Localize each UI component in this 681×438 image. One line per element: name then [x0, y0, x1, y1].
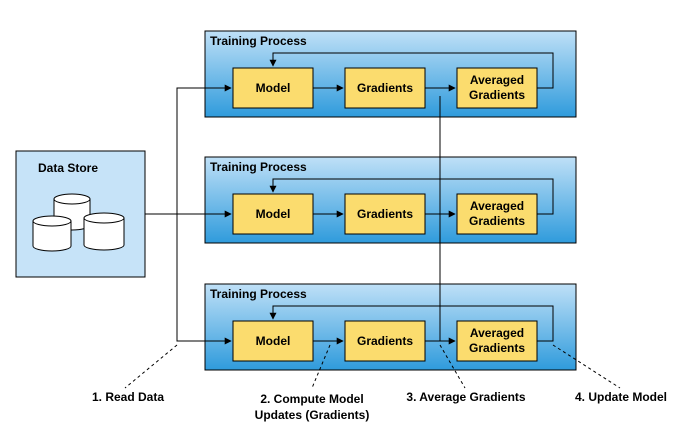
svg-text:Gradients: Gradients: [357, 207, 413, 221]
svg-text:Averaged: Averaged: [470, 326, 524, 340]
averaged-gradients-node: Averaged Gradients: [456, 67, 538, 109]
process-title: Training Process: [210, 287, 307, 301]
step-update: 4. Update Model: [575, 390, 667, 404]
step-average: 3. Average Gradients: [406, 390, 525, 404]
process-title: Training Process: [210, 160, 307, 174]
svg-text:Model: Model: [256, 81, 291, 95]
svg-text:Model: Model: [256, 334, 291, 348]
svg-text:Averaged: Averaged: [470, 73, 524, 87]
connectors: [145, 52, 554, 345]
data-store: Data Store: [15, 150, 146, 278]
gradients-node: Gradients: [344, 67, 426, 109]
averaged-gradients-node: Averaged Gradients: [456, 193, 538, 235]
callout-lines: [124, 344, 621, 389]
svg-text:Gradients: Gradients: [469, 214, 525, 228]
step-compute-line2: Updates (Gradients): [255, 408, 370, 422]
svg-text:Gradients: Gradients: [357, 81, 413, 95]
gradients-node: Gradients: [344, 320, 426, 362]
svg-text:Model: Model: [256, 207, 291, 221]
model-node: Model: [232, 67, 314, 109]
svg-text:Gradients: Gradients: [469, 341, 525, 355]
step-compute-line1: 2. Compute Model: [260, 392, 363, 406]
averaged-gradients-node: Averaged Gradients: [456, 320, 538, 362]
model-node: Model: [232, 193, 314, 235]
data-store-title: Data Store: [38, 161, 98, 175]
svg-text:Averaged: Averaged: [470, 199, 524, 213]
step-read-data: 1. Read Data: [92, 390, 164, 404]
svg-text:Gradients: Gradients: [357, 334, 413, 348]
gradients-node: Gradients: [344, 193, 426, 235]
database-icon: [32, 193, 125, 252]
process-title: Training Process: [210, 34, 307, 48]
model-node: Model: [232, 320, 314, 362]
svg-text:Gradients: Gradients: [469, 88, 525, 102]
